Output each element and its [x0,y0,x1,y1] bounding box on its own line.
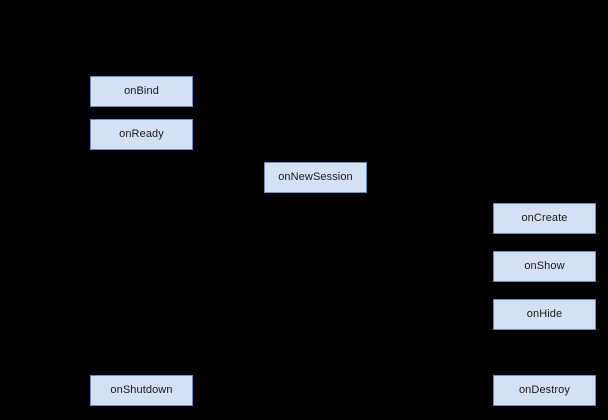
node-label: onCreate [521,212,568,225]
node-label: onShow [524,260,565,273]
node-label: onHide [526,308,563,321]
node-label: onReady [119,128,164,141]
node-on-ready[interactable]: onReady [90,119,193,150]
node-label: onNewSession [278,171,353,184]
node-label: onBind [124,85,159,98]
node-on-bind[interactable]: onBind [90,76,193,107]
node-label: onShutdown [110,384,173,397]
node-on-show[interactable]: onShow [493,251,596,282]
node-on-hide[interactable]: onHide [493,299,596,330]
node-on-shutdown[interactable]: onShutdown [90,375,193,406]
node-on-destroy[interactable]: onDestroy [493,375,596,406]
node-label: onDestroy [518,384,571,397]
node-on-create[interactable]: onCreate [493,203,596,234]
node-on-new-session[interactable]: onNewSession [264,162,367,193]
